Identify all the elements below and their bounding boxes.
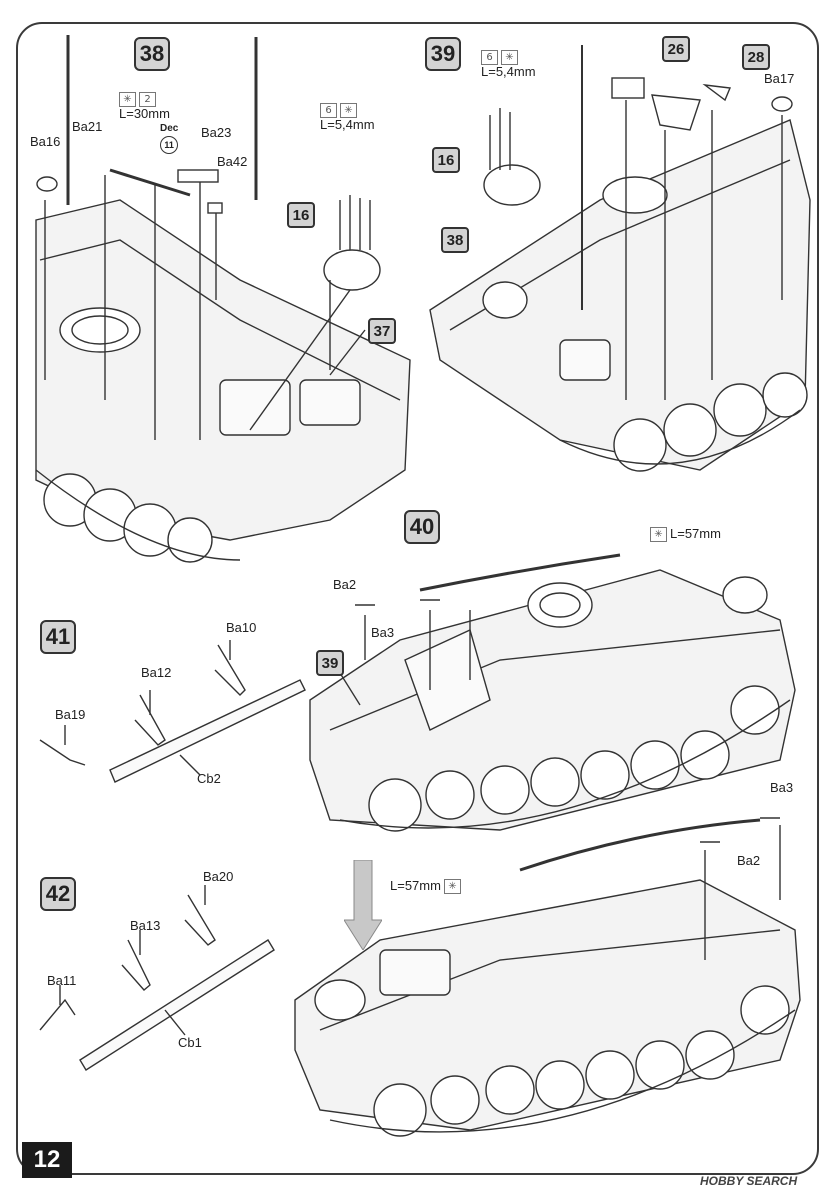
length-5-4mm-label: L=5,4mm: [481, 64, 536, 80]
part-label-ba3: Ba3: [770, 780, 794, 795]
page-number: 12: [22, 1142, 72, 1178]
length-57mm-label: L=57mm: [670, 526, 721, 541]
part-ref-39: 39: [316, 650, 344, 676]
part-label-ba2: Ba2: [737, 853, 761, 868]
quantity-count: 6: [481, 50, 498, 66]
watermark: HOBBY SEARCH: [700, 1174, 798, 1188]
part-label-ba42: Ba42: [217, 154, 248, 169]
quantity-icon: ✳: [650, 527, 667, 543]
length-30mm: ✳2 L=30mm: [119, 92, 170, 120]
part-ref-37: 37: [368, 318, 396, 344]
part-label-ba23: Ba23: [201, 125, 232, 140]
length-57mm: L=57mm✳: [390, 878, 464, 895]
quantity-icon: ✳: [443, 879, 461, 895]
length-30mm-label: L=30mm: [119, 106, 170, 122]
part-label-ba16: Ba16: [30, 134, 61, 149]
part-label-ba19: Ba19: [55, 707, 86, 722]
step-number-39: 39: [425, 37, 461, 71]
decal-label: Dec: [160, 123, 179, 134]
page-frame: [16, 22, 819, 1175]
quantity-icon: ✳: [119, 92, 136, 108]
part-ref-26: 26: [662, 36, 690, 62]
length-5-4mm-label: L=5,4mm: [320, 117, 375, 133]
quantity-icon: ✳: [501, 50, 518, 66]
part-label-ba13: Ba13: [130, 918, 161, 933]
part-label-ba20: Ba20: [203, 869, 234, 884]
part-label-ba11: Ba11: [47, 973, 77, 988]
part-label-ba3: Ba3: [371, 625, 395, 640]
quantity-count: 2: [139, 92, 156, 108]
decal-callout: Dec 11: [160, 124, 178, 154]
part-ref-38: 38: [441, 227, 469, 253]
part-label-cb2: Cb2: [197, 771, 221, 786]
part-ref-16: 16: [287, 202, 315, 228]
part-label-ba12: Ba12: [141, 665, 172, 680]
length-5-4mm: 6✳ L=5,4mm: [481, 50, 536, 78]
part-ref-28: 28: [742, 44, 770, 70]
quantity-icon: ✳: [340, 103, 357, 119]
length-57mm-label: L=57mm: [390, 878, 441, 893]
part-label-cb1: Cb1: [178, 1035, 202, 1050]
part-label-ba17: Ba17: [764, 71, 795, 86]
step-number-40: 40: [404, 510, 440, 544]
part-ref-16: 16: [432, 147, 460, 173]
step-number-41: 41: [40, 620, 76, 654]
part-label-ba10: Ba10: [226, 620, 257, 635]
length-5-4mm: 6✳ L=5,4mm: [320, 103, 375, 131]
part-label-ba21: Ba21: [72, 119, 103, 134]
step-number-42: 42: [40, 877, 76, 911]
part-label-ba2: Ba2: [333, 577, 357, 592]
length-57mm: ✳L=57mm: [650, 526, 721, 543]
step-number-38: 38: [134, 37, 170, 71]
assembly-arrow-icon: [344, 860, 382, 950]
quantity-count: 6: [320, 103, 337, 119]
decal-number: 11: [160, 136, 179, 154]
